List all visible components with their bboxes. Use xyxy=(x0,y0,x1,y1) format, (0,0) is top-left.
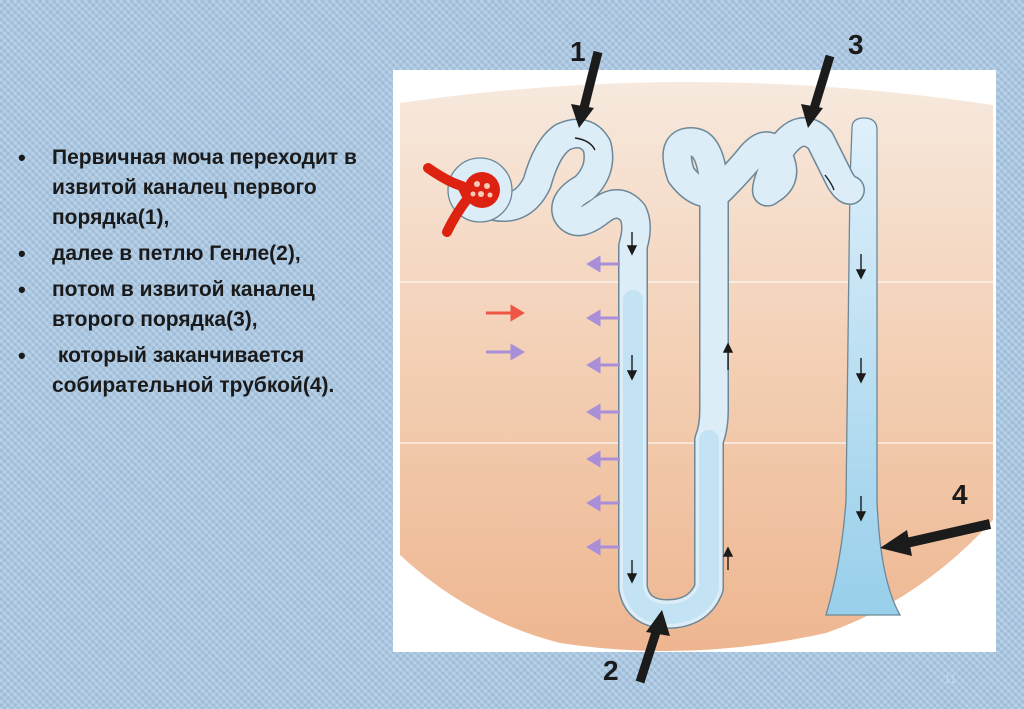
collecting-duct xyxy=(825,117,902,616)
pointer-arrow-1 xyxy=(571,50,603,128)
glomerulus xyxy=(423,163,500,237)
bullet-list: • Первичная моча переходит в извитой кана… xyxy=(18,143,388,407)
bullet-item: • который заканчивается собирательной тр… xyxy=(18,341,388,401)
bullet-dot: • xyxy=(18,277,26,302)
bullet-text: который заканчивается собирательной труб… xyxy=(52,344,335,397)
pointer-arrow-3 xyxy=(801,54,835,128)
purple-arrows xyxy=(486,255,620,556)
flow-arrows xyxy=(574,137,867,584)
label-4: 4 xyxy=(952,479,968,510)
bullet-dot: • xyxy=(18,343,26,368)
label-2: 2 xyxy=(603,655,619,686)
bullet-item: • потом в извитой каналец второго порядка… xyxy=(18,275,388,335)
bullet-item: • далее в петлю Генле(2), xyxy=(18,239,388,269)
pointer-arrow-4 xyxy=(880,519,992,556)
bullet-text: далее в петлю Генле(2), xyxy=(52,242,301,265)
pointer-arrow-2 xyxy=(635,610,670,684)
label-3: 3 xyxy=(848,29,864,60)
bullet-text: потом в извитой каналец второго порядка(… xyxy=(52,278,315,331)
bullet-dot: • xyxy=(18,145,26,170)
bullet-text: Первичная моча переходит в извитой канал… xyxy=(52,146,357,229)
bullet-item: • Первичная моча переходит в извитой кана… xyxy=(18,143,388,233)
slide-number: 11 xyxy=(944,672,957,686)
label-1: 1 xyxy=(570,36,586,67)
red-arrow xyxy=(486,304,525,322)
bullet-dot: • xyxy=(18,241,26,266)
